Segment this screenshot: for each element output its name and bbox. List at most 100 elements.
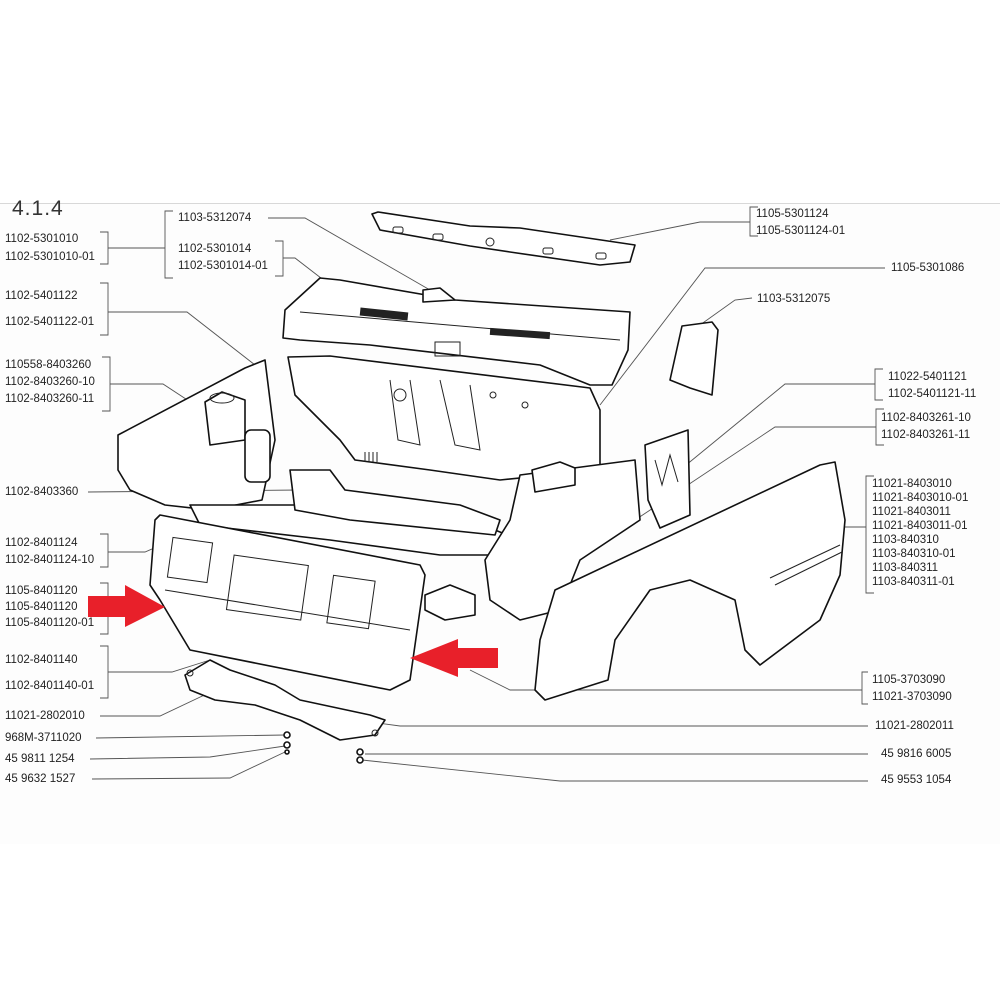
part-number-text: 1102-5301014-01	[178, 260, 268, 272]
part-number-text: 11021-2802010	[5, 710, 85, 722]
leader-t1	[268, 217, 431, 291]
leader-r8	[369, 721, 868, 727]
part-right-inner-wing	[484, 429, 691, 621]
bracket-t	[164, 210, 173, 279]
label-1105-5301086: 1105-5301086	[891, 261, 964, 275]
label-1102-8403261: 1102-8403261-10 1102-8403261-11	[881, 411, 971, 442]
label-1105-8401120: 1105-8401120 1105-8401120 1105-8401120-01	[5, 584, 94, 630]
part-number-text: 1102-8403260-11	[5, 393, 95, 405]
part-number-text: 1105-8401120-01	[5, 617, 95, 629]
label-45-9816-6005: 45 9816 6005	[881, 747, 951, 761]
part-number-text: 1105-8401120	[5, 601, 78, 613]
fasteners-right	[356, 748, 364, 764]
leader-r7	[469, 669, 862, 691]
part-number-text: 1103-840310-01	[872, 548, 956, 560]
part-number-text: 11021-8403011	[872, 506, 951, 518]
part-number-text: 11021-8403011-01	[872, 520, 968, 532]
part-number-text: 45 9632 1527	[5, 773, 76, 785]
part-splash-shield	[184, 659, 386, 741]
part-number-text: 45 9816 6005	[881, 748, 952, 760]
bracket-r6	[865, 475, 874, 594]
part-number-text: 1105-5301086	[891, 262, 965, 274]
part-battery-shelf	[424, 584, 476, 621]
bracket-l1	[100, 231, 109, 265]
part-number-text: 968M-3711020	[5, 732, 82, 744]
label-968M-3711020: 968M-3711020	[5, 731, 82, 745]
part-number-text: 1102-5401121-11	[888, 388, 977, 400]
part-number-text: 1102-5401122-01	[5, 316, 95, 328]
part-front-panel	[149, 514, 426, 691]
part-number-text: 1103-5312075	[757, 293, 831, 305]
part-number-text: 1105-5301124	[756, 208, 829, 220]
part-number-text: 1102-8403261-11	[881, 429, 971, 441]
label-1103-5312074: 1103-5312074	[178, 211, 251, 225]
part-firewall	[287, 355, 601, 481]
part-number-text: 110558-8403260	[5, 359, 92, 371]
leader-r3	[699, 297, 753, 326]
bracket-r4	[874, 368, 883, 401]
highlight-arrow-right	[88, 585, 165, 627]
part-number-text: 11021-8403010	[872, 478, 952, 490]
bracket-l2	[100, 282, 109, 336]
label-45-9811-1254: 45 9811 1254	[5, 752, 75, 766]
part-number-text: 1103-840311	[872, 562, 939, 574]
leader-l11	[91, 751, 286, 780]
part-number-text: 1102-8403261-10	[881, 412, 971, 424]
part-number-text: 1102-8401124-10	[5, 554, 95, 566]
bracket-l7	[100, 645, 109, 699]
part-number-text: 1105-5301124-01	[756, 225, 846, 237]
part-number-text: 1102-5401122	[5, 290, 78, 302]
section-number: 4.1.4	[12, 197, 64, 220]
part-left-inner-wing	[117, 359, 276, 511]
part-number-text: 1102-8403260-10	[5, 376, 95, 388]
label-1102-8401124: 1102-8401124 1102-8401124-10	[5, 536, 94, 567]
leader-l9	[95, 734, 286, 739]
part-number-text: 11022-5401121	[888, 371, 967, 383]
part-number-text: 1102-8401124	[5, 537, 78, 549]
leader-r10	[361, 759, 868, 782]
label-45-9632-1527: 45 9632 1527	[5, 772, 75, 786]
label-1105-5301124: 1105-5301124 1105-5301124-01	[756, 207, 845, 238]
part-small-bracket	[669, 321, 719, 396]
part-number-text: 1102-8401140-01	[5, 680, 95, 692]
part-number-text: 11021-8403010-01	[872, 492, 969, 504]
bracket-l3	[102, 356, 111, 412]
leader-t2	[283, 257, 331, 286]
label-11021-8403010: 11021-8403010 11021-8403010-01 11021-840…	[872, 477, 968, 589]
part-number-text: 1105-8401120	[5, 585, 78, 597]
label-11022-5401121: 11022-5401121 1102-5401121-11	[888, 370, 976, 401]
part-number-text: 11021-3703090	[872, 691, 952, 703]
label-1102-5401122: 1102-5401122 1102-5401122-01	[5, 289, 94, 329]
part-front-fender	[534, 461, 846, 701]
leader-l8	[100, 689, 216, 717]
bracket-l5	[100, 533, 109, 568]
leader-r1	[609, 221, 750, 241]
part-number-text: 1102-8401140	[5, 654, 78, 666]
fasteners-left	[283, 731, 291, 755]
part-number-text: 1103-840310	[872, 534, 939, 546]
leader-l3	[110, 383, 196, 406]
part-number-text: 11021-2802011	[875, 720, 954, 732]
part-number-text: 45 9811 1254	[5, 753, 75, 765]
highlight-arrow-left	[410, 639, 498, 677]
leader-l2	[108, 311, 256, 366]
label-1103-5312075: 1103-5312075	[757, 292, 830, 306]
leader-r4	[679, 383, 875, 471]
leader-l7	[108, 659, 211, 673]
part-number-text: 1102-5301010-01	[5, 251, 95, 263]
bracket-t2	[275, 240, 284, 277]
bracket-r7	[861, 671, 868, 705]
bracket-r1	[749, 206, 758, 237]
part-number-text: 1102-5301010	[5, 233, 79, 245]
part-number-text: 1103-840311-01	[872, 576, 955, 588]
label-1102-8401140: 1102-8401140 1102-8401140-01	[5, 653, 94, 693]
part-number-text: 45 9553 1054	[881, 774, 952, 786]
label-11021-2802011: 11021-2802011	[875, 719, 954, 733]
part-number-text: 1103-5312074	[178, 212, 252, 224]
label-45-9553-1054: 45 9553 1054	[881, 773, 951, 787]
part-cowl-panel	[282, 277, 631, 386]
label-11021-2802010: 11021-2802010	[5, 709, 85, 723]
